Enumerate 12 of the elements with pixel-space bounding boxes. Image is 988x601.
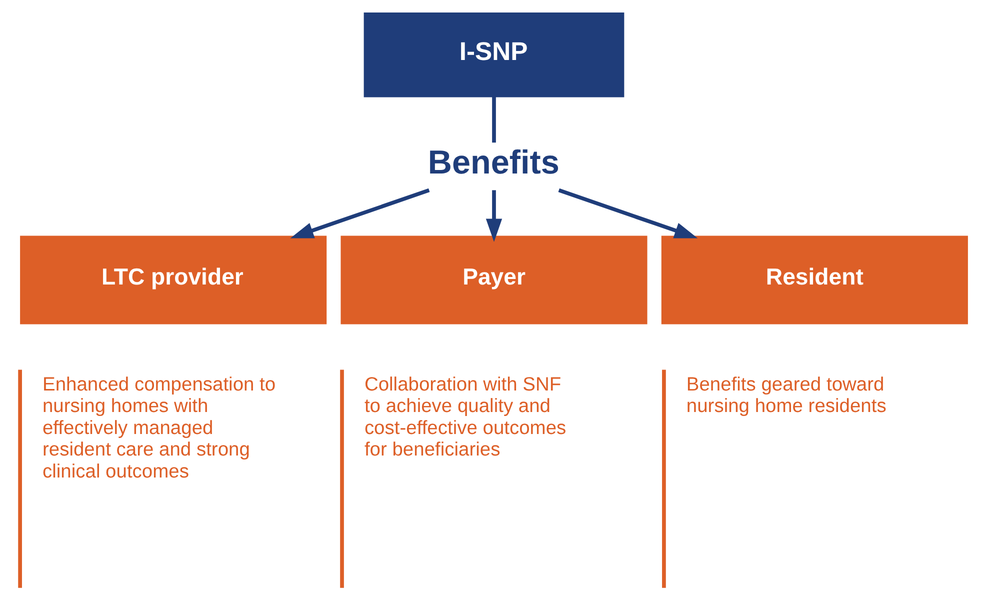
node-box: Payer	[340, 236, 648, 324]
arrow	[558, 188, 698, 238]
arrow	[290, 188, 430, 238]
node-label: Collaboration with SNF to achieve quality and cost-effective outcomes for beneficiaries	[364, 374, 566, 461]
connector	[492, 96, 496, 143]
arrow	[486, 190, 502, 242]
node-text: Benefits	[428, 144, 560, 182]
node-label: Enhanced compensation to nursing homes with effectively managed resident care and strong clinical outcomes	[42, 374, 276, 483]
node-box: Resident	[661, 236, 968, 324]
node-label: Benefits geared toward nursing home residents	[686, 374, 886, 418]
node-box: LTC provider	[20, 236, 327, 324]
node-box: I-SNP	[364, 12, 624, 98]
